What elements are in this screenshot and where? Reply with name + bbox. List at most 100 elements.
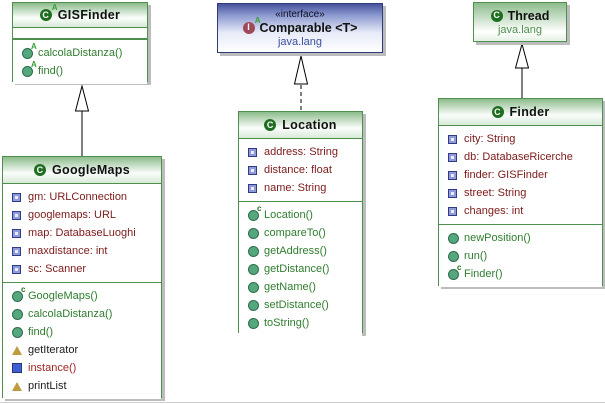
class-header-gisfinder[interactable]: GISFinder <box>13 3 147 28</box>
field-label: address: String <box>264 146 338 158</box>
interface-icon <box>242 17 261 34</box>
method-label: calcolaDistanza() <box>38 47 123 59</box>
field-icon <box>248 165 257 175</box>
field-row[interactable]: sc: Scanner <box>3 260 161 278</box>
class-box-thread[interactable]: Thread java.lang <box>473 2 567 42</box>
fields-compartment-empty[interactable] <box>13 28 147 39</box>
class-header-location[interactable]: Location <box>239 112 362 139</box>
class-box-location[interactable]: Location address: String distance: float… <box>238 111 363 336</box>
field-row[interactable]: changes: int <box>439 202 602 220</box>
method-row[interactable]: getName() <box>239 278 362 296</box>
field-label: city: String <box>464 133 516 145</box>
method-row[interactable]: compareTo() <box>239 224 362 242</box>
protected-member-icon <box>12 381 22 391</box>
package-label: java.lang <box>277 35 323 48</box>
method-row[interactable]: getAddress() <box>239 242 362 260</box>
method-label: getDistance() <box>264 263 330 275</box>
method-row[interactable]: printList <box>3 377 161 395</box>
package-label: java.lang <box>497 23 543 36</box>
method-row[interactable]: toString() <box>239 314 362 332</box>
interface-header-comparable[interactable]: «interface» Comparable <T> java.lang <box>218 4 382 52</box>
field-row[interactable]: finder: GISFinder <box>439 166 602 184</box>
field-label: distance: float <box>264 164 332 176</box>
method-row[interactable]: newPosition() <box>439 229 602 247</box>
method-label: setDistance() <box>264 299 329 311</box>
field-icon <box>448 134 457 144</box>
method-row[interactable]: calcolaDistanza() <box>3 305 161 323</box>
method-row[interactable]: GoogleMaps() <box>3 286 161 305</box>
interface-title: Comparable <T> <box>259 20 358 35</box>
method-label: compareTo() <box>264 227 326 239</box>
field-row[interactable]: street: String <box>439 184 602 202</box>
method-label: getIterator <box>28 344 79 356</box>
fields-compartment[interactable]: address: String distance: float name: St… <box>239 139 362 201</box>
class-header-thread[interactable]: Thread java.lang <box>474 3 566 41</box>
fields-compartment[interactable]: gm: URLConnection googlemaps: URL map: D… <box>3 184 161 282</box>
field-icon <box>448 188 457 198</box>
field-row[interactable]: googlemaps: URL <box>3 206 161 224</box>
method-row[interactable]: setDistance() <box>239 296 362 314</box>
class-box-googlemaps[interactable]: GoogleMaps gm: URLConnection googlemaps:… <box>2 156 162 399</box>
method-label: GoogleMaps() <box>28 290 98 302</box>
method-row[interactable]: getDistance() <box>239 260 362 278</box>
field-icon <box>448 206 457 216</box>
public-method-icon <box>248 263 259 275</box>
field-icon <box>12 264 21 274</box>
field-icon <box>12 246 21 256</box>
method-row[interactable]: Finder() <box>439 264 602 283</box>
class-icon <box>264 119 277 131</box>
field-icon <box>12 210 21 220</box>
static-method-icon <box>12 363 22 373</box>
method-row[interactable]: run() <box>439 247 602 265</box>
field-row[interactable]: db: DatabaseRicerche <box>439 148 602 166</box>
method-label: Finder() <box>464 268 503 280</box>
method-row[interactable]: calcolaDistanza() <box>13 43 147 62</box>
class-header-finder[interactable]: Finder <box>439 99 602 126</box>
field-row[interactable]: name: String <box>239 179 362 197</box>
protected-member-icon <box>12 345 22 355</box>
methods-compartment[interactable]: newPosition() run() Finder() <box>439 224 602 287</box>
field-label: changes: int <box>464 205 524 217</box>
field-label: street: String <box>464 187 527 199</box>
field-row[interactable]: address: String <box>239 143 362 161</box>
class-title: GoogleMaps <box>51 163 130 177</box>
public-method-icon <box>12 326 23 338</box>
method-row[interactable]: find() <box>13 61 147 80</box>
field-row[interactable]: city: String <box>439 130 602 148</box>
field-icon <box>448 170 457 180</box>
interface-box-comparable[interactable]: «interface» Comparable <T> java.lang <box>217 3 383 53</box>
constructor-icon <box>12 286 25 302</box>
public-method-icon <box>248 317 259 329</box>
field-label: map: DatabaseLuoghi <box>28 227 136 239</box>
fields-compartment[interactable]: city: String db: DatabaseRicerche finder… <box>439 126 602 224</box>
constructor-icon <box>248 205 261 221</box>
class-title: Thread <box>507 8 550 23</box>
field-row[interactable]: maxdistance: int <box>3 242 161 260</box>
class-box-finder[interactable]: Finder city: String db: DatabaseRicerche… <box>438 98 603 287</box>
field-row[interactable]: gm: URLConnection <box>3 188 161 206</box>
field-icon <box>248 183 257 193</box>
class-box-gisfinder[interactable]: GISFinder calcolaDistanza() find() <box>12 2 148 84</box>
method-label: Location() <box>264 209 313 221</box>
method-row[interactable]: getIterator <box>3 341 161 359</box>
methods-compartment[interactable]: GoogleMaps() calcolaDistanza() find() ge… <box>3 282 161 399</box>
method-row[interactable]: instance() <box>3 359 161 377</box>
field-label: googlemaps: URL <box>28 209 117 221</box>
method-label: calcolaDistanza() <box>28 308 113 320</box>
field-label: sc: Scanner <box>28 263 87 275</box>
class-header-googlemaps[interactable]: GoogleMaps <box>3 157 161 184</box>
method-label: newPosition() <box>464 232 531 244</box>
field-label: finder: GISFinder <box>464 169 548 181</box>
window-bottom-edge <box>0 402 605 403</box>
methods-compartment[interactable]: Location() compareTo() getAddress() getD… <box>239 201 362 336</box>
stereotype-label: «interface» <box>275 8 325 20</box>
method-label: instance() <box>28 362 77 374</box>
public-method-icon <box>248 299 259 311</box>
field-row[interactable]: distance: float <box>239 161 362 179</box>
class-icon <box>33 164 46 176</box>
methods-compartment[interactable]: calcolaDistanza() find() <box>13 39 147 84</box>
constructor-icon <box>448 264 461 280</box>
method-row[interactable]: find() <box>3 323 161 341</box>
method-row[interactable]: Location() <box>239 205 362 224</box>
field-row[interactable]: map: DatabaseLuoghi <box>3 224 161 242</box>
